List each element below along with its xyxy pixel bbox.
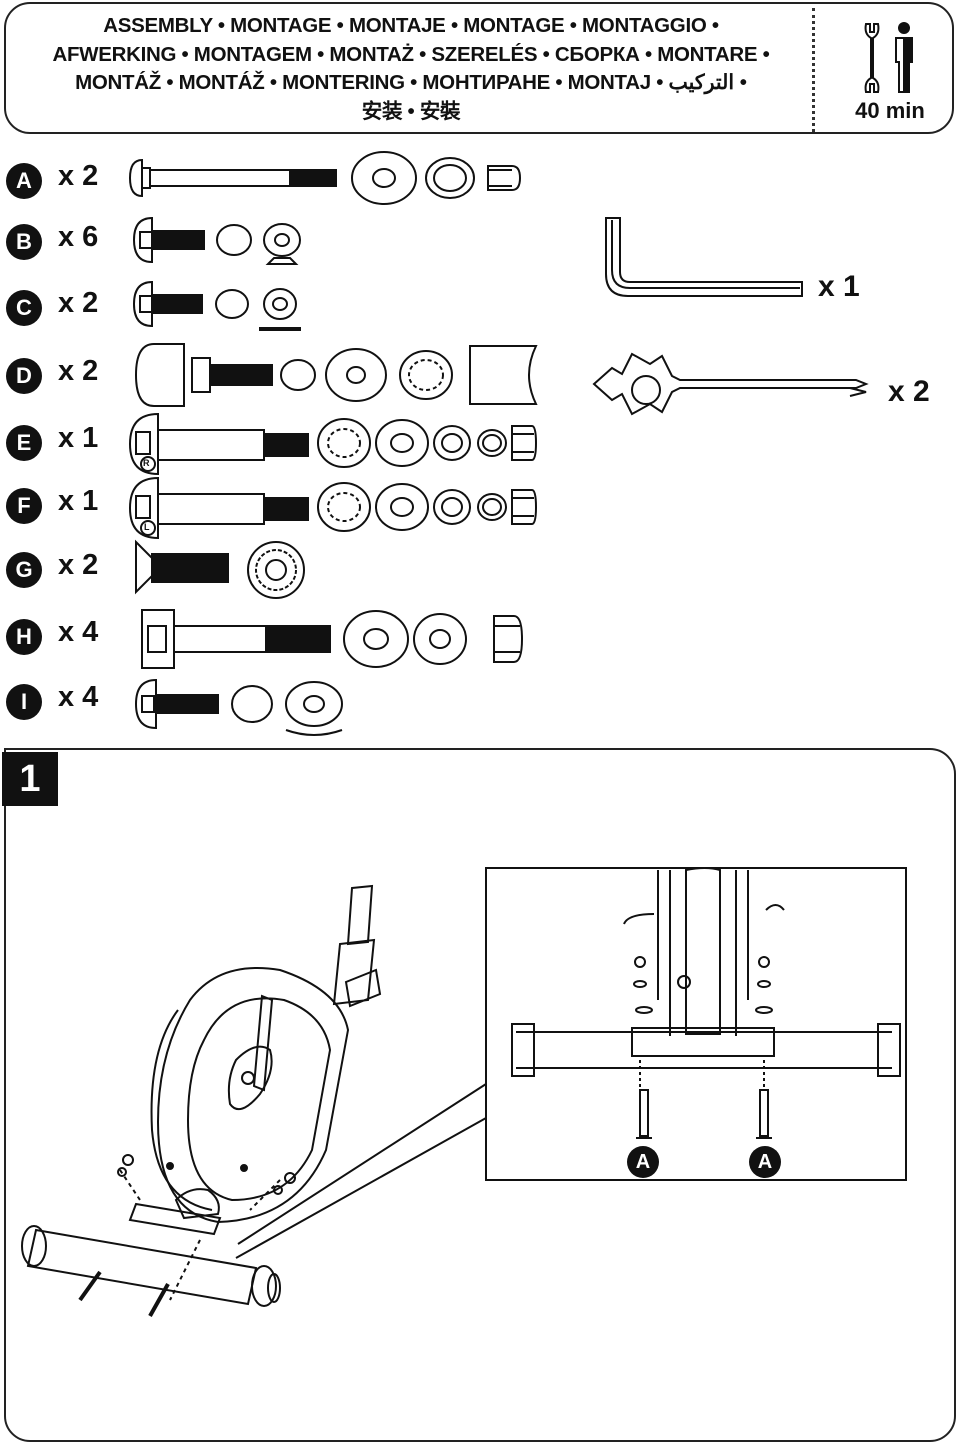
header-panel: ASSEMBLY • MONTAGE • MONTAJE • MONTAGE •… [4, 2, 954, 134]
part-qty-f: x 1 [58, 485, 99, 517]
part-qty-d: x 2 [58, 355, 99, 387]
part-qty-i: x 4 [58, 681, 99, 713]
part-qty-g: x 2 [58, 549, 99, 581]
part-b-hardware [132, 216, 301, 265]
title-line-4: 安装 • 安裝 [361, 99, 461, 123]
part-e-marking: R [143, 458, 150, 468]
multi-wrench-screwdriver-icon [592, 352, 869, 416]
part-qty-b: x 6 [58, 221, 99, 253]
part-qty-e: x 1 [58, 422, 99, 454]
header-divider [812, 8, 815, 132]
part-qty-h: x 4 [58, 616, 99, 648]
part-i-hardware [134, 678, 343, 736]
allen-key-qty: x 1 [818, 270, 860, 303]
part-f-marking: L [144, 522, 150, 532]
part-letter-c: C [6, 290, 42, 326]
callout-a-left: A [627, 1146, 659, 1178]
part-letter-f: F [6, 488, 42, 524]
multi-wrench-qty: x 2 [888, 375, 930, 408]
part-a-hardware [128, 151, 522, 205]
allen-key-icon [605, 217, 803, 297]
parts-list: A x 2 B x 6 C x 2 [0, 140, 960, 740]
part-c-hardware [132, 280, 301, 331]
part-g-hardware [135, 539, 305, 599]
wrench-person-icon [864, 22, 913, 93]
part-qty-a: x 2 [58, 160, 99, 192]
part-letter-i: I [6, 684, 42, 720]
part-h-hardware [141, 609, 524, 669]
callout-a-right: A [749, 1146, 781, 1178]
step-1-panel [4, 748, 956, 1442]
title-line-1: ASSEMBLY • MONTAGE • MONTAJE • MONTAGE •… [103, 14, 719, 37]
part-letter-e: E [6, 425, 42, 461]
assembly-time: 40 min [855, 98, 925, 123]
part-letter-d: D [6, 358, 42, 394]
title-line-2: AFWERKING • MONTAGEM • MONTAŻ • SZERELÉS… [52, 42, 770, 66]
part-qty-c: x 2 [58, 287, 99, 319]
title-line-3: MONTÁŽ • MONTÁŽ • MONTERING • МОНТИРАНЕ … [75, 71, 747, 94]
part-letter-b: B [6, 224, 42, 260]
part-letter-a: A [6, 163, 42, 199]
part-letter-g: G [6, 552, 42, 588]
part-letter-h: H [6, 619, 42, 655]
part-d-hardware [134, 343, 538, 407]
step-number: 1 [2, 752, 58, 806]
assembly-title: ASSEMBLY • MONTAGE • MONTAJE • MONTAGE •… [6, 12, 816, 126]
part-f-hardware [128, 476, 538, 540]
part-e-hardware [128, 412, 538, 476]
